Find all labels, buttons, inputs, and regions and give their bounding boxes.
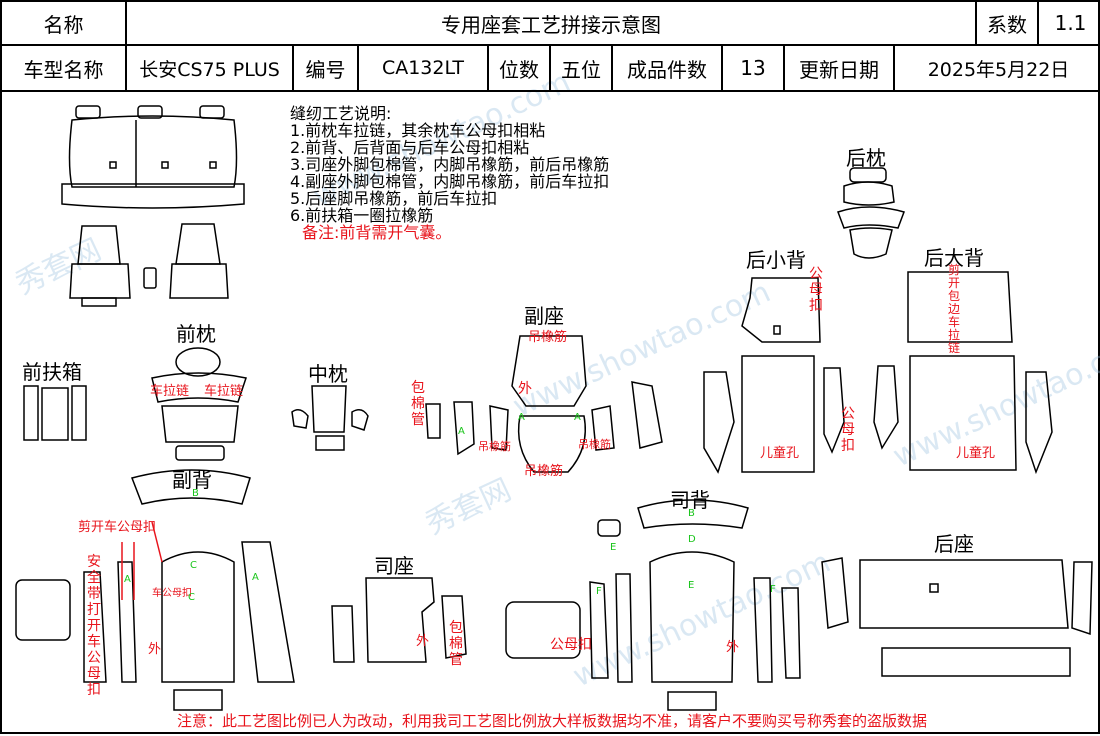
label-rear-headrest: 后枕 xyxy=(846,146,886,170)
marker-b: B xyxy=(192,488,199,499)
marker-c: C xyxy=(190,560,197,571)
marker-a: A xyxy=(518,412,525,423)
front-headrest-pieces xyxy=(151,347,247,461)
label-rear-big-back: 后大背 xyxy=(924,246,984,270)
rear-seat-pieces xyxy=(821,557,1093,677)
front-armrest-pieces xyxy=(23,385,87,441)
seatbelt-arrows xyxy=(121,521,163,600)
marker-c: C xyxy=(188,592,195,603)
note-item: 1.前枕车拉链，其余枕车公母扣相粘 xyxy=(290,121,546,140)
series-value: 1.1 xyxy=(1054,11,1087,35)
seats-label: 位数 xyxy=(489,46,551,90)
date-label: 更新日期 xyxy=(785,46,895,90)
label-driver-seat: 司座 xyxy=(374,554,414,578)
pieces-label: 成品件数 xyxy=(613,46,723,90)
marker-e: E xyxy=(688,580,695,591)
note-item: 6.前扶箱一圈拉橡筋 xyxy=(290,206,434,225)
marker-e: E xyxy=(610,542,617,553)
annotation-child-hole: 儿童孔 xyxy=(760,446,800,461)
marker-b: B xyxy=(688,508,695,519)
rear-small-back-piece xyxy=(703,277,845,474)
front-seat-thumbnails xyxy=(69,223,229,307)
marker-a: A xyxy=(252,572,259,583)
marker-d: D xyxy=(688,534,696,545)
marker-f: F xyxy=(596,586,602,597)
driver-seat-pieces xyxy=(331,577,467,663)
annotation-snap: 公母扣 xyxy=(550,637,592,653)
date-value: 2025年5月22日 xyxy=(927,58,1070,81)
header-row-1: 名称 专用座套工艺拼接示意图 系数 1.1 xyxy=(2,2,1100,46)
annotation-outer: 外 xyxy=(518,381,532,397)
annotation-cut-snap: 剪开车公母扣 xyxy=(78,520,157,535)
seats-value: 五位 xyxy=(551,46,613,90)
annotation-hang-elastic: 吊橡筋 xyxy=(478,440,511,453)
annotation-hang-elastic: 吊橡筋 xyxy=(524,464,564,479)
annotation-outer: 外 xyxy=(726,640,740,655)
header-row-2: 车型名称 长安CS75 PLUS 编号 CA132LT 位数 五位 成品件数 1… xyxy=(2,46,1100,92)
label-driver-back: 司背 xyxy=(670,488,710,512)
sewing-notes: 缝纫工艺说明: 1.前枕车拉链，其余枕车公母扣相粘 2.前背、后背面与后车公母扣… xyxy=(290,105,609,241)
passenger-seat-pieces xyxy=(425,335,663,473)
note-item: 4.副座外脚包棉管，内脚吊橡筋，前后车拉扣 xyxy=(290,172,610,191)
notes-remark: 备注:前背需开气囊。 xyxy=(302,223,452,242)
notes-heading: 缝纫工艺说明: xyxy=(290,104,392,123)
annotation-child-hole: 儿童孔 xyxy=(956,446,996,461)
name-label: 名称 xyxy=(2,2,127,44)
label-rear-seat: 后座 xyxy=(934,532,974,556)
label-front-armrest: 前扶箱 xyxy=(22,360,82,384)
annotation-cut-zipper: 剪开包边车拉链 xyxy=(947,263,960,355)
marker-f: F xyxy=(770,584,776,595)
annotation-hang-elastic: 吊橡筋 xyxy=(578,438,611,451)
passenger-back-pieces xyxy=(15,469,295,711)
driver-back-pieces xyxy=(505,499,801,711)
code-value: CA132LT xyxy=(359,46,489,90)
marker-a: A xyxy=(458,426,465,437)
sheet-title: 专用座套工艺拼接示意图 xyxy=(127,2,977,44)
model-label: 车型名称 xyxy=(2,46,127,90)
footer-warning: 注意：此工艺图比例已人为改动，利用我司工艺图比例放大样板数据均不准，请客户不要购… xyxy=(176,712,927,730)
annotation-snap-small: 车公母扣 xyxy=(152,588,192,599)
annotation-cotton-pipe: 包棉管 xyxy=(449,620,463,668)
middle-headrest-pieces xyxy=(291,385,369,451)
label-passenger-back: 副背 xyxy=(172,468,212,492)
annotation-outer: 外 xyxy=(148,642,162,657)
label-middle-headrest: 中枕 xyxy=(308,362,348,386)
annotation-cotton-pipe: 包棉管 xyxy=(411,380,425,428)
annotation-seatbelt: 安全带打开车公母扣 xyxy=(87,554,101,698)
label-rear-small-back: 后小背 xyxy=(746,248,806,272)
annotation-snap: 公母扣 xyxy=(809,266,823,314)
annotation-hang-elastic: 吊橡筋 xyxy=(528,330,568,345)
marker-a: A xyxy=(574,412,581,423)
pieces-value: 13 xyxy=(723,46,785,90)
annotation-outer: 外 xyxy=(416,634,430,649)
annotation-snap: 公母扣 xyxy=(841,406,855,454)
annotation-zipper: 车拉链 xyxy=(204,384,244,399)
rear-seat-thumbnail xyxy=(61,105,245,209)
note-item: 3.司座外脚包棉管，内脚吊橡筋，前后吊橡筋 xyxy=(290,155,610,174)
annotation-zipper: 车拉链 xyxy=(150,384,190,399)
note-item: 5.后座脚吊橡筋，前后车拉扣 xyxy=(290,189,498,208)
note-item: 2.前背、后背面与后车公母扣相粘 xyxy=(290,138,530,157)
marker-a: A xyxy=(124,574,131,585)
model-value: 长安CS75 PLUS xyxy=(127,46,294,90)
label-front-headrest: 前枕 xyxy=(176,322,216,346)
code-label: 编号 xyxy=(294,46,359,90)
rear-headrest-pieces xyxy=(837,167,905,259)
series-label: 系数 xyxy=(977,2,1039,44)
label-passenger-seat: 副座 xyxy=(524,304,564,328)
rear-big-back-piece xyxy=(873,271,1053,475)
